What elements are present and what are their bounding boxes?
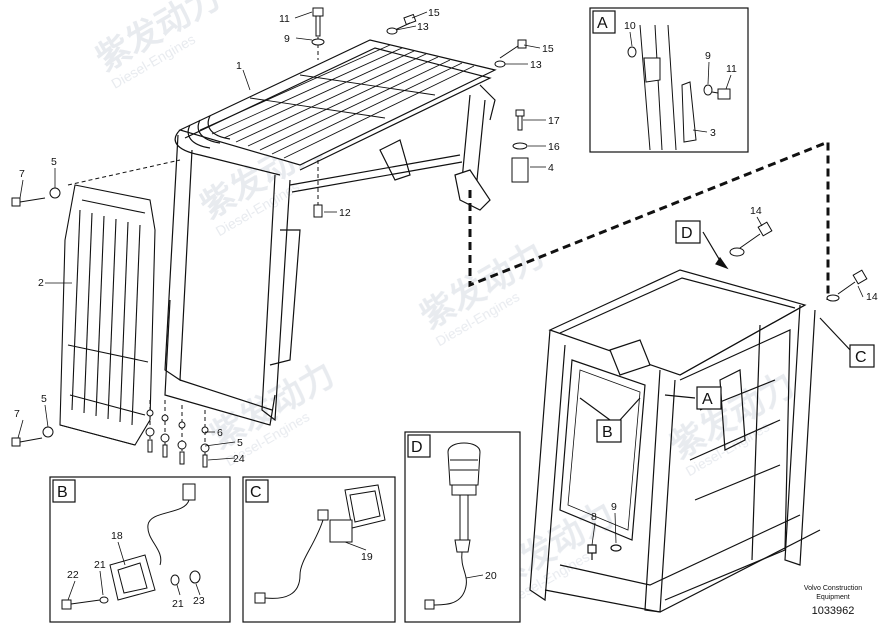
callout-5: 5: [41, 393, 47, 405]
callout-8: 8: [591, 511, 597, 523]
callout-14: 14: [750, 205, 762, 217]
callout-9: 9: [611, 501, 617, 513]
detail-box-b: B: [49, 476, 231, 623]
callout-13: 13: [530, 59, 542, 71]
callout-11: 11: [279, 13, 290, 25]
detail-a-label: A: [597, 15, 608, 32]
callout-18: 18: [111, 530, 123, 542]
callout-15: 15: [542, 43, 554, 55]
roof-guard: [164, 39, 497, 426]
cab-label-c: C: [855, 349, 867, 366]
callout-24: 24: [233, 453, 245, 465]
detail-b-label: B: [57, 484, 68, 501]
callout-7: 7: [19, 168, 25, 180]
callout-16: 16: [548, 141, 560, 153]
front-guard: [59, 184, 156, 446]
callout-12: 12: [339, 207, 351, 219]
callout-22: 22: [67, 569, 79, 581]
drawing-number: 1033962: [812, 605, 855, 617]
operator-cab: [529, 269, 821, 613]
fasteners: [11, 7, 868, 468]
callout-21: 21: [94, 559, 106, 571]
callout-15: 15: [428, 7, 440, 19]
cab-label-a: A: [702, 391, 713, 408]
callout-2: 2: [38, 277, 44, 289]
cab-label-b: B: [602, 424, 613, 441]
callout-20: 20: [485, 570, 497, 582]
detail-c-label: C: [250, 484, 262, 501]
callout-5: 5: [237, 437, 243, 449]
callout-1: 1: [236, 60, 242, 72]
connection-line: [468, 139, 830, 300]
leader-lines: [17, 11, 864, 601]
cab-label-d: D: [681, 225, 693, 242]
cab-arrows: [579, 231, 853, 421]
callout-7: 7: [14, 408, 20, 420]
callout-3: 3: [710, 127, 716, 139]
callout-19: 19: [361, 551, 373, 563]
company-name-line1: Volvo Construction: [804, 585, 862, 592]
cab-view-labels: D B A C: [596, 220, 875, 443]
detail-box-a: A: [589, 7, 749, 153]
callout-4: 4: [548, 162, 554, 174]
callout-17: 17: [548, 115, 560, 127]
callout-9: 9: [705, 50, 711, 62]
callout-23: 23: [193, 595, 205, 607]
callout-11: 11: [726, 63, 737, 75]
callout-6: 6: [217, 427, 223, 439]
company-name-line2: Equipment: [816, 594, 850, 601]
callout-13: 13: [417, 21, 429, 33]
detail-d-label: D: [411, 439, 423, 456]
callout-14: 14: [866, 291, 878, 303]
callout-9: 9: [284, 33, 290, 45]
callout-5: 5: [51, 156, 57, 168]
callout-21: 21: [172, 598, 184, 610]
callouts: 1 2 11 9 15 13 15 13 17 16 4 12 7 5 7 5 …: [14, 7, 878, 610]
title-block: Volvo Construction Equipment 1033962: [804, 585, 862, 617]
detail-box-c: C: [242, 476, 396, 623]
callout-10: 10: [624, 20, 636, 32]
detail-box-d: D: [404, 431, 521, 623]
